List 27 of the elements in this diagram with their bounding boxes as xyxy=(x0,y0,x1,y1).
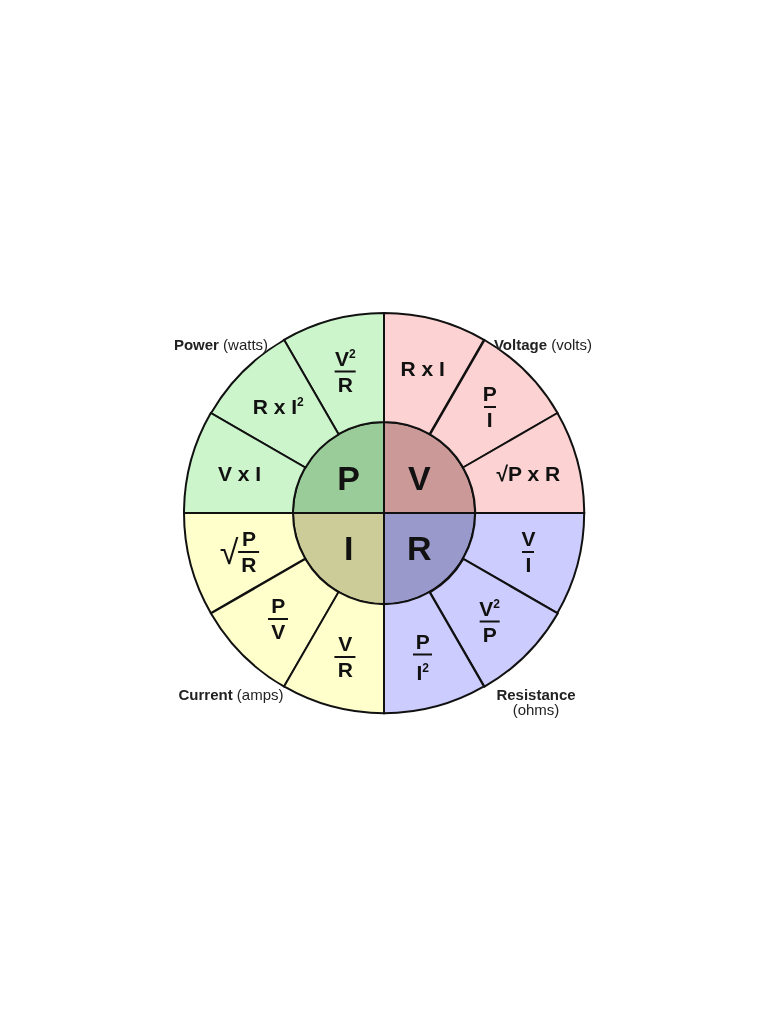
formula-numerator: V$^{2}$ xyxy=(478,595,502,621)
quantity-letter: P xyxy=(337,458,360,498)
formula-numerator: V xyxy=(520,526,537,551)
formula-numerator: P xyxy=(481,382,498,407)
quantity-letter: I xyxy=(343,528,354,568)
formula-denominator: P xyxy=(479,620,500,647)
formula-numerator: P xyxy=(414,629,431,654)
formula-denominator: R xyxy=(334,656,356,683)
quantity-unit-label: Voltage (volts) xyxy=(492,336,594,352)
quantity-letter: R xyxy=(407,528,432,568)
quantity-unit-label: Resistance (ohms) xyxy=(495,687,577,717)
formula-text: √P x R xyxy=(496,462,561,487)
radical-sign: √ xyxy=(219,534,239,569)
formula-numerator: V$^{2}$ xyxy=(333,345,357,371)
formula-numerator: V xyxy=(337,632,354,657)
quantity-unit-label: Power (watts) xyxy=(172,336,270,352)
formula-numerator: P xyxy=(270,593,287,618)
formula-text: R x I xyxy=(400,356,445,381)
formula-text: R x I$^{2}$ xyxy=(252,395,304,420)
formula-denominator: R xyxy=(238,550,260,577)
formula-denominator: I xyxy=(522,550,535,577)
quantity-letter: V xyxy=(408,458,431,498)
quantity-unit-label: Current (amps) xyxy=(177,686,285,702)
formula-numerator: P xyxy=(240,526,257,551)
formula-denominator: I$^{2}$ xyxy=(413,653,432,685)
formula-text: V x I xyxy=(218,462,262,487)
formula-denominator: I xyxy=(483,406,496,433)
